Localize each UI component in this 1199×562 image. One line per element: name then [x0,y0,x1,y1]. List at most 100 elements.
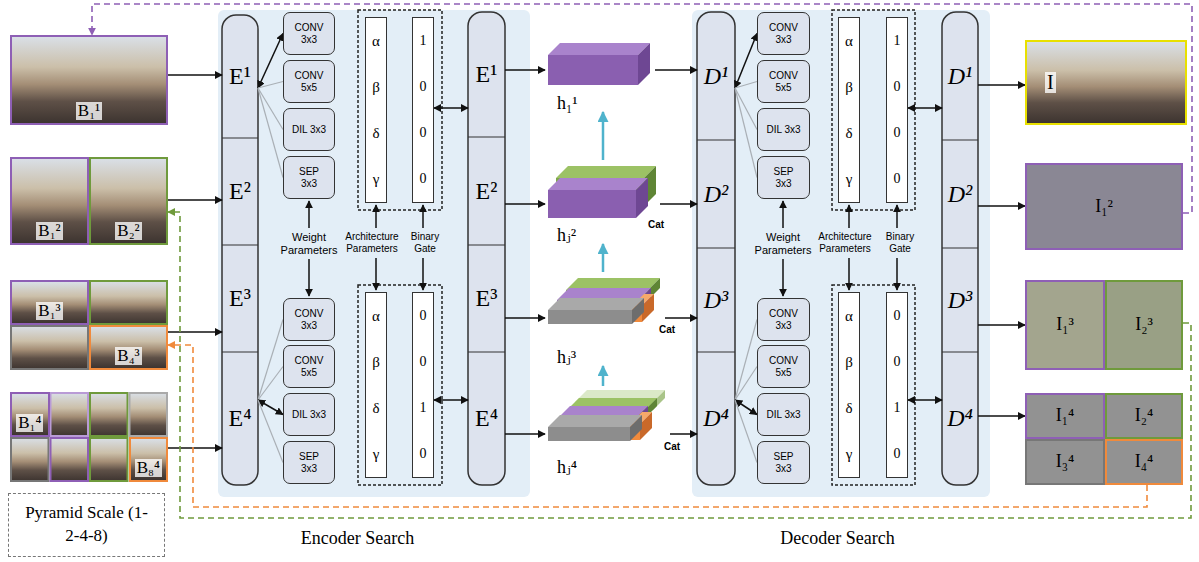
image-patch [51,393,89,436]
leader-arrow [375,258,377,290]
block-top [548,178,648,190]
node-label: B₈⁴ [135,459,162,477]
operation-label: SEP 3x3 [765,166,803,190]
column-divider [697,351,735,352]
parameter-column: αβδγ [365,292,387,478]
operation-label: CONV 3x3 [765,308,803,332]
block-face [548,427,630,441]
leader-arrow [782,201,784,228]
connector [602,244,605,272]
node-label: I₁³ [1056,315,1074,335]
node-label: h₁¹ [557,94,578,112]
node-label: Pyramid Scale (1-2-4-8) [22,502,152,548]
operation-box: DIL 3x3 [757,108,810,151]
image-patch: B₁² [10,157,89,245]
decoder-panel [692,10,990,497]
connector [434,399,468,401]
connector [978,205,1025,207]
gate-column: 0010 [412,292,434,478]
connector [258,82,283,89]
connector [434,107,468,109]
connector [908,399,942,401]
connector [978,324,1025,326]
parameter-symbol: α [845,308,853,325]
connector [258,320,283,401]
node-label: hⱼ² [557,226,576,244]
gate-value: 1 [894,400,901,415]
parameter-symbol: δ [845,125,852,142]
gate-column: 1000 [412,17,434,203]
node-label: D⁴ [947,405,973,431]
operation-box: DIL 3x3 [283,108,335,151]
operation-box: SEP 3x3 [283,441,335,484]
feature-block [548,43,650,85]
node-label: D¹ [704,63,729,89]
gate-value: 0 [420,171,427,186]
connector [168,447,222,449]
operation-label: CONV 5x5 [290,70,328,94]
connector [655,69,697,71]
column-divider [222,244,258,245]
operation-label: SEP 3x3 [765,451,803,475]
image-patch: B₈⁴ [129,437,169,482]
image-patch [90,281,167,324]
output-patch: I₁² [1025,163,1183,250]
connector [505,203,545,205]
operation-label: SEP 3x3 [290,166,328,190]
connector [665,317,697,319]
node-label: E² [476,178,498,204]
image-patch: B₂² [89,157,168,245]
connector [168,74,222,76]
leader-arrow [375,205,377,228]
decoder-stage: D² [942,140,978,248]
connector [735,88,757,178]
connector [735,367,757,401]
column-divider [222,351,258,352]
image-patch: B₁¹ [10,35,168,125]
decoder-stage: D⁴ [942,352,978,485]
image-patch [11,438,49,481]
operation-box: CONV 3x3 [757,298,810,341]
parameter-symbol: β [372,354,380,371]
scale-box: Pyramid Scale (1-2-4-8) [8,493,165,557]
parameter-symbol: β [845,79,853,96]
node-label: D² [948,181,973,207]
annotation-label: Architecture Parameters [816,231,874,254]
gate-value: 0 [894,79,901,94]
image-patch [51,438,89,481]
parameter-symbol: γ [846,171,853,188]
leader-arrow [782,259,784,296]
node-label: E⁴ [475,405,498,431]
leader-arrow [422,258,424,290]
column-divider [697,247,735,248]
node-label: E¹ [476,61,498,87]
node-label: I₁² [1095,197,1113,217]
connector [735,400,757,415]
image-patch: B₁⁴ [10,392,50,437]
encoder-stage: E³ [222,245,258,352]
column-divider [942,247,978,248]
node-label: I₁⁴ [1056,406,1075,426]
column-divider [468,244,505,245]
connector [505,433,545,435]
operation-box: CONV 5x5 [283,60,335,103]
connector [168,212,1191,518]
column-divider [468,136,505,137]
operation-label: CONV 5x5 [765,70,803,94]
node-label: E⁴ [228,405,251,431]
connector [168,199,222,201]
operation-box: DIL 3x3 [283,393,335,436]
parameter-symbol: γ [373,446,380,463]
leader-arrow [896,205,898,228]
column-divider [222,137,258,138]
gate-column: 0010 [886,292,908,478]
node-label: B₁² [36,222,62,240]
block-face [548,310,632,324]
encoder-panel [218,10,530,497]
concat-label: Cat [664,441,680,453]
node-label: hⱼ³ [557,348,576,366]
connector [908,107,942,109]
node-label: I₄⁴ [1135,452,1154,472]
feature-block [548,390,665,441]
